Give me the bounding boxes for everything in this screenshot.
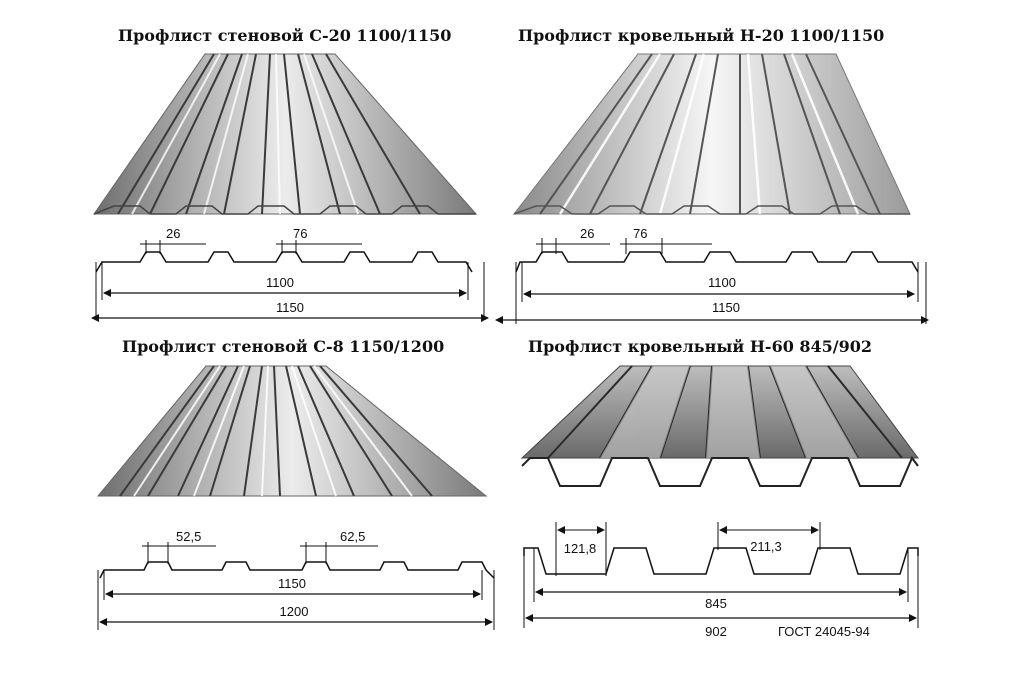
dim-c8-rib-top: 52,5 [176, 529, 201, 544]
dim-h20-total: 1150 [712, 300, 740, 315]
dim-h60-total: 902 [705, 624, 727, 639]
dim-c8-total: 1200 [280, 604, 309, 619]
dim-c8-useful: 1150 [278, 576, 306, 591]
profile-c20 [91, 240, 489, 322]
dim-c20-useful: 1100 [266, 275, 294, 290]
dim-c8-rib-bottom: 62,5 [340, 529, 365, 544]
dim-h20-rib-bottom: 76 [633, 226, 647, 241]
dim-c20-rib-top: 26 [166, 226, 180, 241]
sheet-c8 [96, 365, 488, 497]
dim-h20-rib-top: 26 [580, 226, 594, 241]
dim-h60-useful: 845 [705, 596, 727, 611]
profile-h60 [523, 522, 919, 628]
sheet-c20 [93, 53, 478, 215]
sheet-h60 [520, 365, 919, 487]
panel-title-h60: Профлист кровельный Н-60 845/902 [528, 337, 873, 356]
panel-title-c8: Профлист стеновой С-8 1150/1200 [122, 337, 445, 356]
dim-c20-rib-bottom: 76 [293, 226, 307, 241]
sheet-h20 [512, 53, 911, 215]
standard-label: ГОСТ 24045-94 [778, 624, 870, 639]
dim-h20-useful: 1100 [708, 275, 736, 290]
dim-h60-rib-top: 121,8 [564, 541, 597, 556]
panel-title-h20: Профлист кровельный Н-20 1100/1150 [518, 26, 885, 45]
dim-c20-total: 1150 [276, 300, 304, 315]
dim-h60-rib-bottom: 211,3 [750, 539, 782, 554]
profile-c8 [97, 542, 495, 630]
panel-title-c20: Профлист стеновой С-20 1100/1150 [118, 26, 452, 45]
profile-h20 [495, 238, 929, 324]
